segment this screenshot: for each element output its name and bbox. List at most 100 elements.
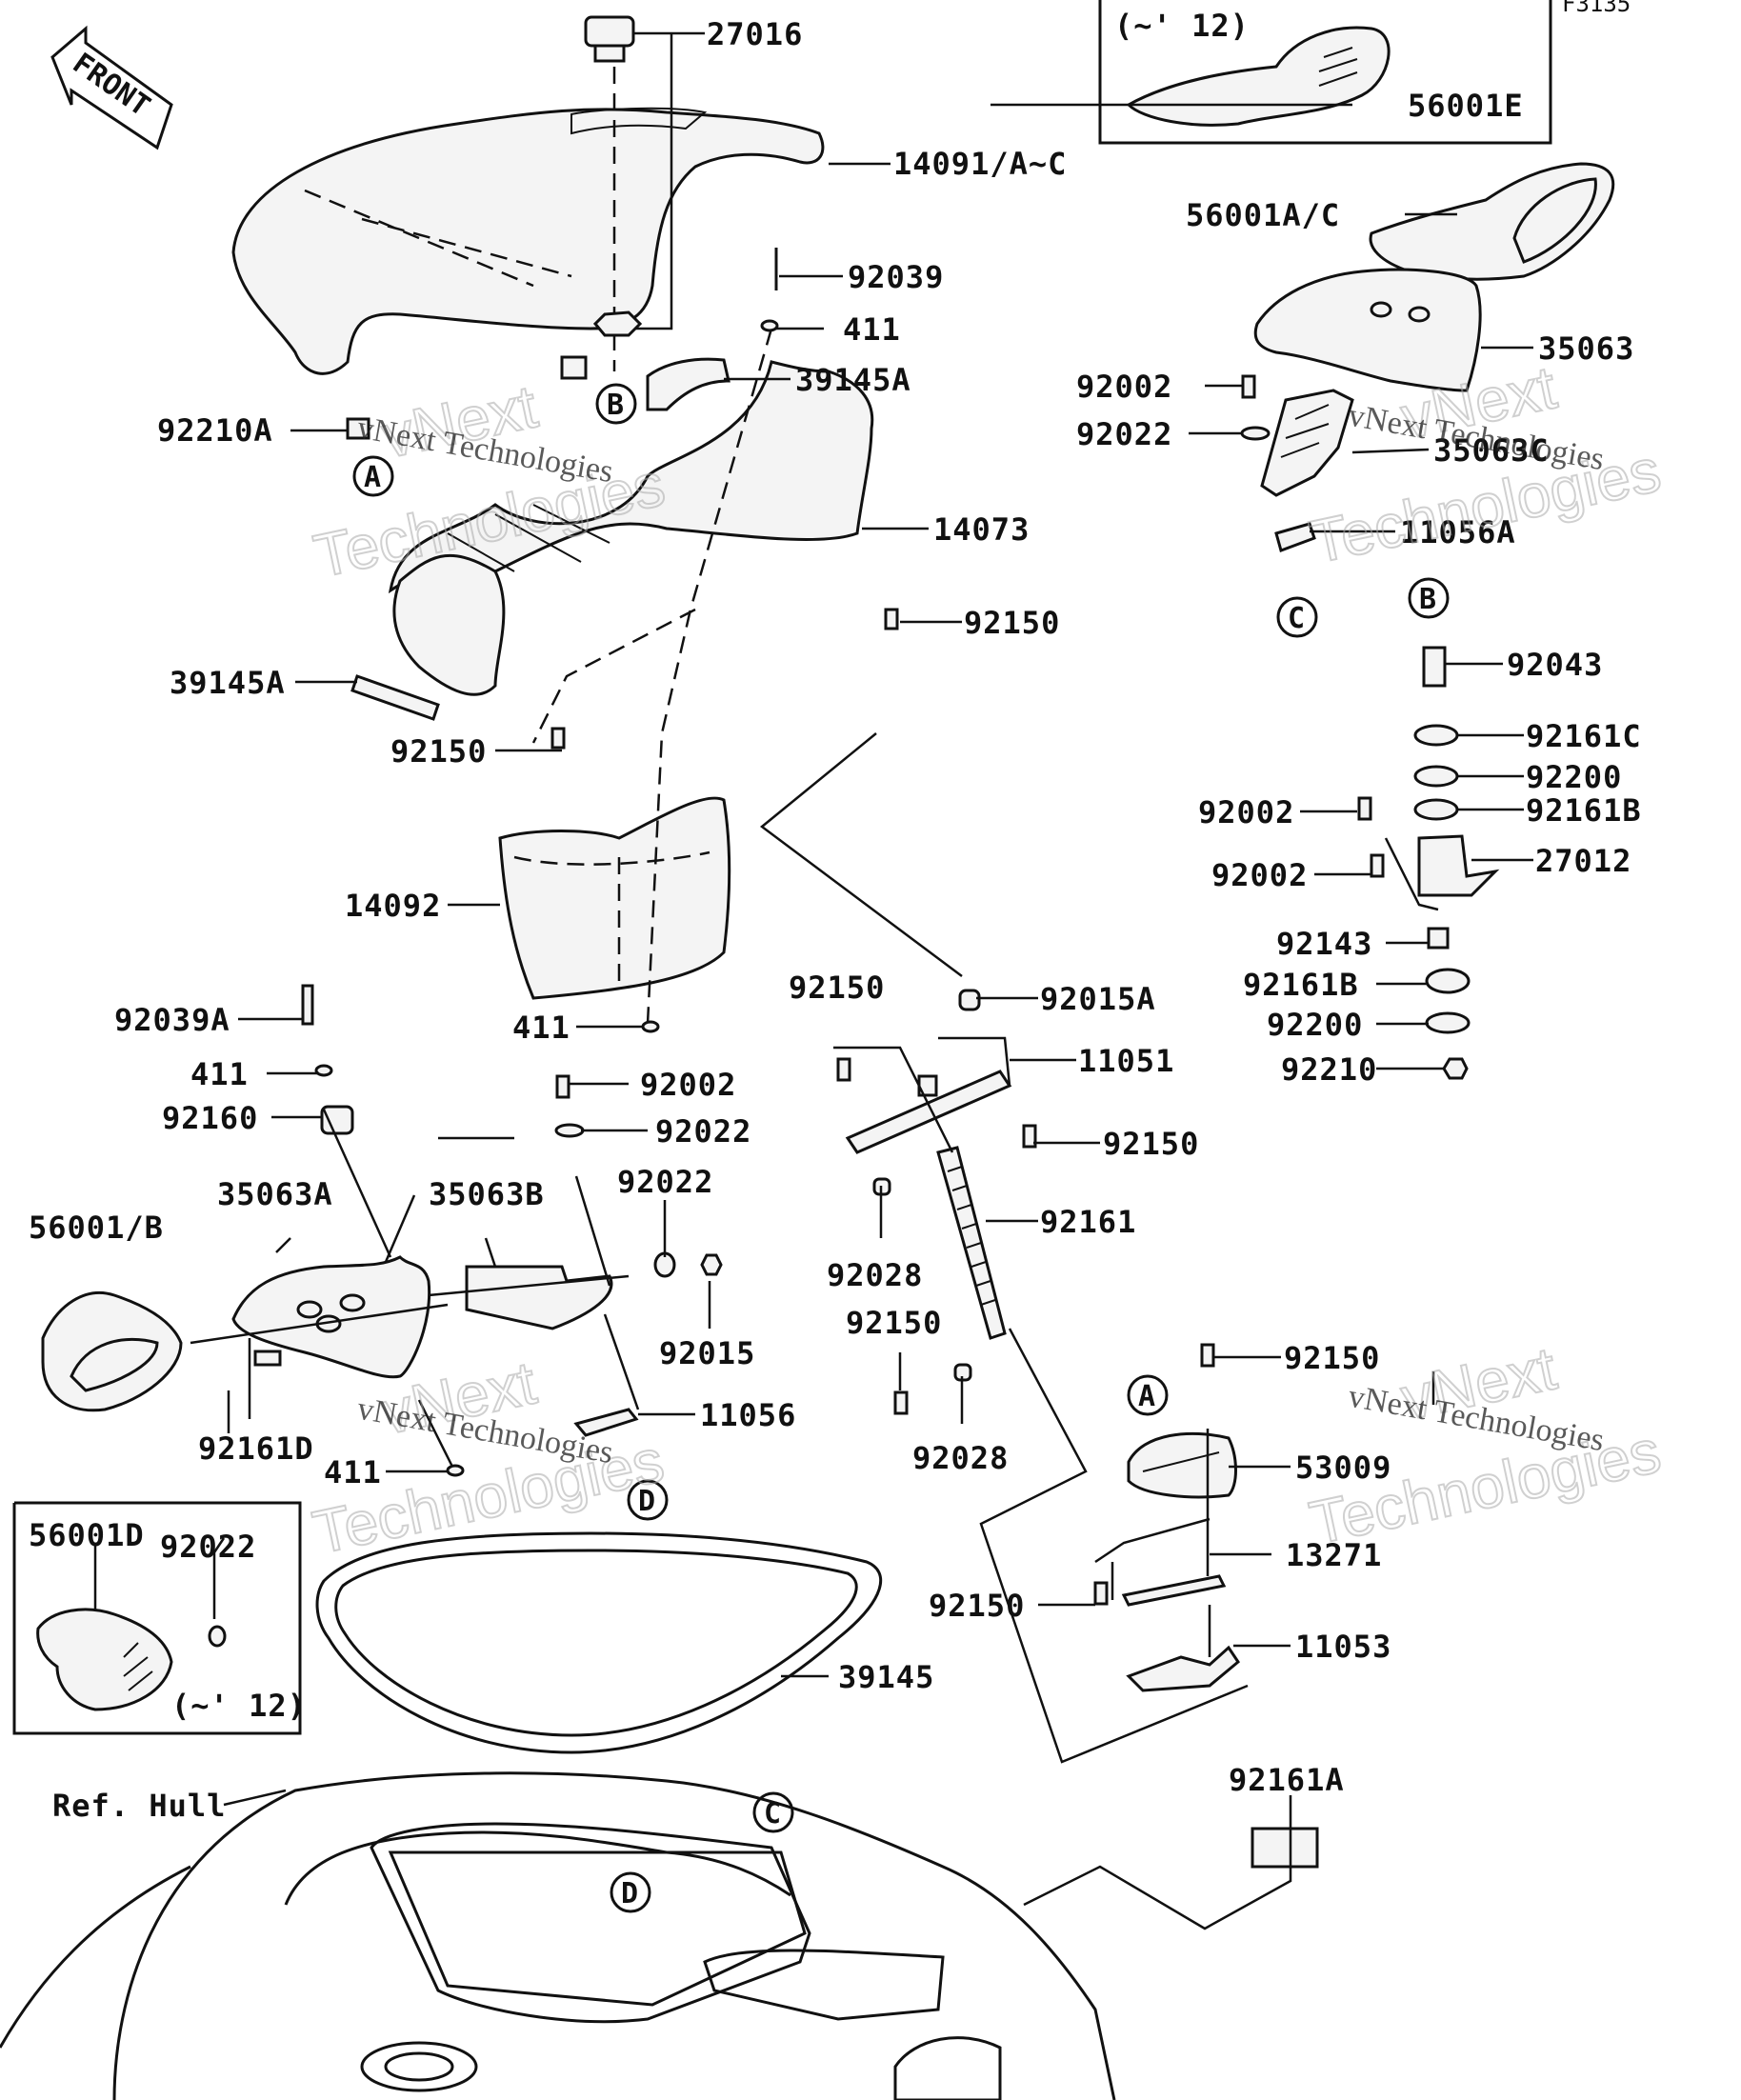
hull-ref <box>0 1771 1116 2100</box>
svg-text:C: C <box>1288 602 1305 635</box>
label-411-b: 411 <box>512 1010 570 1046</box>
label-14073: 14073 <box>933 511 1030 548</box>
label-56001B: 56001/B <box>29 1210 164 1246</box>
callout-D-hull: D <box>610 1871 651 1913</box>
label-92161D: 92161D <box>198 1430 314 1467</box>
bolts <box>301 374 1385 1606</box>
label-92200-b: 92200 <box>1267 1007 1363 1043</box>
label-35063C: 35063C <box>1433 432 1550 469</box>
label-35063: 35063 <box>1538 330 1634 367</box>
label-92002-b: 92002 <box>1076 369 1172 405</box>
storage-35063 <box>1253 268 1482 392</box>
inset-box-56001D: (~' 12) <box>12 1501 307 1735</box>
callout-A-latch: A <box>1127 1374 1169 1416</box>
svg-text:A: A <box>1138 1380 1155 1413</box>
callout-C-hull: C <box>752 1791 794 1833</box>
label-27016: 27016 <box>707 16 803 52</box>
seal-39145 <box>315 1531 883 1754</box>
label-92022-d: 92022 <box>1076 416 1172 452</box>
label-92210: 92210 <box>1281 1051 1377 1088</box>
label-53009: 53009 <box>1295 1450 1391 1486</box>
svg-text:B: B <box>607 389 624 422</box>
label-92161B-a: 92161B <box>1526 792 1642 829</box>
svg-text:C: C <box>764 1797 781 1830</box>
label-14091: 14091/A~C <box>893 146 1067 182</box>
label-92160: 92160 <box>162 1100 258 1136</box>
label-92002-c: 92002 <box>1198 794 1294 830</box>
label-92150-a: 92150 <box>964 605 1060 641</box>
cap-27016 <box>584 15 635 63</box>
strip-39145A-upper <box>646 357 730 411</box>
label-ref-hull: Ref. Hull <box>52 1788 226 1824</box>
strip-39145A-lower <box>350 674 440 721</box>
bracket-11053 <box>1126 1645 1240 1692</box>
label-35063A: 35063A <box>217 1176 333 1212</box>
label-92161B-b: 92161B <box>1243 967 1359 1003</box>
label-92039: 92039 <box>848 259 944 295</box>
label-39145A-a: 39145A <box>795 362 911 398</box>
plate-11056 <box>573 1408 639 1437</box>
label-11056: 11056 <box>700 1397 796 1433</box>
label-92002-d: 92002 <box>1211 857 1308 893</box>
svg-text:A: A <box>364 461 381 494</box>
label-92150-e: 92150 <box>846 1305 942 1341</box>
label-411-c: 411 <box>190 1056 249 1092</box>
label-92161A: 92161A <box>1229 1762 1345 1798</box>
label-11051: 11051 <box>1078 1043 1174 1079</box>
svg-text:D: D <box>621 1877 638 1910</box>
cover-14092 <box>498 796 731 1000</box>
clip-92210A <box>346 417 370 440</box>
label-11053: 11053 <box>1295 1629 1391 1665</box>
label-13271: 13271 <box>1286 1537 1382 1573</box>
label-92150-g: 92150 <box>929 1588 1025 1624</box>
label-92150-c: 92150 <box>789 970 885 1006</box>
label-92002-a: 92002 <box>640 1067 736 1103</box>
mirror-56001B <box>41 1290 183 1412</box>
mirror-56001AC <box>1369 162 1615 281</box>
label-11056A: 11056A <box>1400 514 1516 550</box>
label-92015A: 92015A <box>1040 981 1156 1017</box>
label-14092: 14092 <box>345 888 441 924</box>
storage-35063A <box>231 1255 431 1379</box>
label-92150-d: 92150 <box>1103 1126 1199 1162</box>
bracket-11051 <box>845 1070 1012 1154</box>
label-92161C: 92161C <box>1526 718 1642 754</box>
label-39145: 39145 <box>838 1659 934 1695</box>
hinge-stack <box>1413 646 1500 1080</box>
label-92161: 92161 <box>1040 1204 1136 1240</box>
label-411-d: 411 <box>324 1454 382 1490</box>
year-note-bottom: (~' 12) <box>171 1688 307 1724</box>
front-arrow-icon: FRONT <box>50 25 173 150</box>
svg-text:B: B <box>1419 583 1436 616</box>
gas-spring-92161 <box>936 1146 1007 1340</box>
callout-D-mid: D <box>627 1479 669 1521</box>
label-411-a: 411 <box>843 311 901 348</box>
seat-base-14073 <box>388 360 874 696</box>
label-56001E: 56001E <box>1408 88 1524 124</box>
part-labels: 27016 14091/A~C 92039 411 39145A 92210A … <box>29 16 1642 1824</box>
label-56001AC: 56001A/C <box>1186 197 1340 233</box>
label-92043: 92043 <box>1507 647 1603 683</box>
label-39145A-b: 39145A <box>170 665 286 701</box>
callout-B-top: B <box>595 383 637 425</box>
bracket-35063C <box>1260 389 1354 497</box>
leader-lines <box>93 103 1533 1678</box>
callout-C-right: C <box>1276 596 1318 638</box>
label-92028-b: 92028 <box>912 1440 1009 1476</box>
label-92143: 92143 <box>1276 926 1372 962</box>
latch-53009 <box>1127 1431 1237 1499</box>
callout-B-right: B <box>1408 577 1450 619</box>
bracket-35063B <box>465 1265 613 1330</box>
nut-27016 <box>592 310 643 337</box>
seat-cover-14091 <box>231 107 825 375</box>
label-92022-a: 92022 <box>655 1113 751 1150</box>
svg-text:D: D <box>638 1485 655 1518</box>
label-92039A: 92039A <box>114 1002 230 1038</box>
label-92015: 92015 <box>659 1335 755 1371</box>
clip-B-seat <box>560 355 588 380</box>
label-92028-a: 92028 <box>827 1257 923 1293</box>
inset-box-56001E: (~' 12) <box>1098 0 1552 145</box>
label-35063B: 35063B <box>429 1176 545 1212</box>
washers <box>208 319 1271 1648</box>
